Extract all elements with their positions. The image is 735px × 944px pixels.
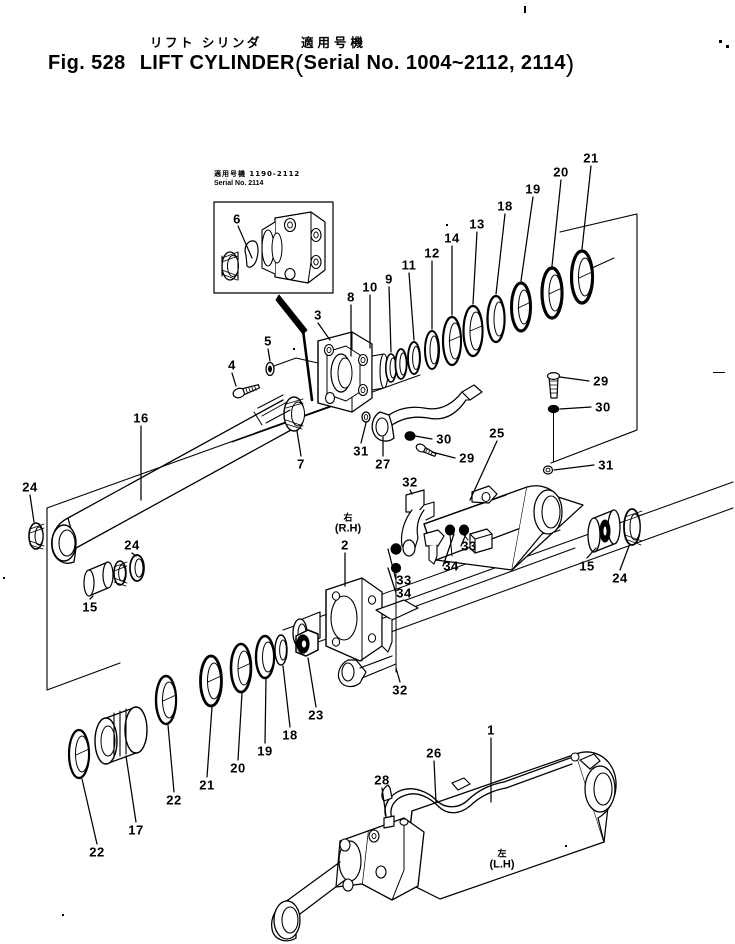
callout-number: 33	[396, 572, 412, 588]
scan-speck	[726, 45, 729, 48]
serial-range: Serial No. 1004~2112, 2114	[303, 52, 566, 74]
callout-number: 19	[525, 181, 541, 197]
callout-number: 14	[444, 230, 460, 246]
callout-number: 29	[459, 450, 475, 466]
callout-number: 20	[230, 760, 246, 776]
callout-number: 27	[375, 456, 391, 472]
callout-number: 21	[199, 777, 215, 793]
callout-number: 18	[282, 727, 298, 743]
callout-number: 33	[461, 538, 477, 554]
callout-number: 18	[497, 198, 513, 214]
callout-number: 25	[489, 425, 505, 441]
scan-speck	[719, 40, 722, 43]
callout-number: 30	[436, 431, 452, 447]
callout-number: 24	[124, 537, 140, 553]
callout-number: 24	[612, 570, 628, 586]
inset-serial-note: 適用号機 1190-2112 Serial No. 2114	[214, 170, 300, 188]
callout-number: 26	[426, 745, 442, 761]
inset-note-english: Serial No. 2114	[214, 180, 264, 187]
callout-number: 6	[233, 211, 241, 227]
hand-label-kanji: 右	[343, 513, 353, 524]
callout-number: 16	[133, 410, 149, 426]
callout-number: 9	[385, 271, 393, 287]
callout-number: 28	[374, 772, 390, 788]
callout-number: 13	[469, 216, 485, 232]
callout-number: 15	[579, 558, 595, 574]
callout-number: 30	[595, 399, 611, 415]
callout-number: 32	[392, 682, 408, 698]
figure-name: LIFT CYLINDER	[139, 52, 295, 74]
callout-number: 31	[353, 443, 369, 459]
callout-number: 4	[228, 357, 236, 373]
hand-label-roman: (L.H)	[489, 858, 515, 871]
title-japanese-subject: リフト シリンダ	[150, 35, 262, 50]
callout-number: 34	[396, 585, 412, 601]
callout-number: 24	[22, 479, 38, 495]
callout-number: 2	[341, 537, 349, 553]
callout-number: 20	[553, 164, 569, 180]
hand-label-kanji: 左	[497, 849, 507, 860]
callout-number: 1	[487, 722, 495, 738]
callout-number: 12	[424, 245, 440, 261]
scan-speck	[524, 6, 526, 13]
paren-close: )	[565, 50, 575, 78]
hand-side-label: 左(L.H)	[489, 849, 515, 871]
callout-number: 11	[401, 257, 417, 273]
scan-speck	[293, 348, 295, 350]
callout-number: 32	[402, 474, 418, 490]
scan-speck	[446, 224, 448, 226]
callout-number: 7	[297, 456, 305, 472]
hand-label-roman: (R.H)	[334, 522, 362, 535]
callout-number: 23	[308, 707, 324, 723]
inset-note-japanese: 適用号機 1190-2112	[214, 170, 301, 178]
scan-speck	[3, 577, 5, 579]
title-japanese-note: 適用号機	[301, 35, 368, 50]
callout-number: 34	[443, 558, 459, 574]
callout-number: 5	[264, 333, 272, 349]
callout-number: 17	[128, 822, 144, 838]
callout-number: 22	[89, 844, 105, 860]
callout-number: 15	[82, 599, 98, 615]
callout-number: 22	[166, 792, 182, 808]
callout-number: 31	[598, 457, 614, 473]
hand-side-label: 右(R.H)	[334, 513, 362, 535]
scan-speck	[62, 914, 64, 916]
scan-speck	[713, 372, 725, 373]
callout-number: 3	[314, 307, 322, 323]
figure-number: Fig. 528	[48, 52, 126, 74]
callout-number: 21	[583, 150, 599, 166]
title-main-line: Fig. 528 LIFT CYLINDER(Serial No. 1004~21…	[48, 50, 575, 79]
paren-open: (	[294, 50, 304, 78]
callout-number: 29	[593, 373, 609, 389]
scan-speck	[565, 845, 567, 847]
callout-number: 8	[347, 289, 355, 305]
callout-number: 10	[362, 279, 378, 295]
callout-number: 19	[257, 743, 273, 759]
